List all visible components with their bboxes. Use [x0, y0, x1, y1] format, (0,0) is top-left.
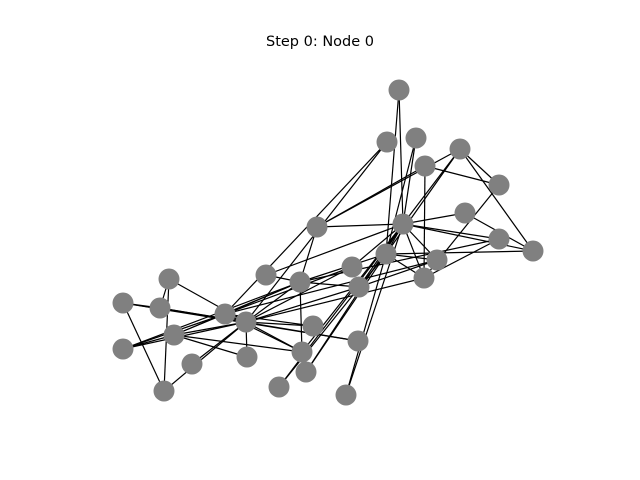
node-13: [291, 341, 313, 363]
edges-layer: [122, 89, 534, 396]
edge-28-33: [402, 223, 500, 240]
edge-3-13: [173, 334, 303, 353]
edge-2-28: [299, 238, 500, 283]
node-4: [158, 268, 180, 290]
node-11: [181, 353, 203, 375]
node-12: [236, 346, 258, 368]
node-10: [153, 380, 175, 402]
edge-23-33: [402, 148, 461, 225]
node-0: [235, 311, 257, 333]
edge-18-32: [345, 253, 387, 396]
node-5: [112, 292, 134, 314]
node-18: [335, 384, 357, 406]
node-19: [341, 256, 363, 278]
edge-1-19: [224, 266, 353, 315]
edge-24-31: [423, 165, 426, 279]
node-3: [163, 324, 185, 346]
plot-title: Step 0: Node 0: [265, 34, 375, 50]
edge-28-31: [423, 238, 500, 279]
edge-27-33: [316, 223, 404, 228]
node-26: [454, 202, 476, 224]
node-28: [488, 228, 510, 250]
edge-2-7: [122, 281, 301, 350]
edge-23-29: [459, 148, 534, 252]
node-1: [214, 303, 236, 325]
edge-2-13: [299, 281, 303, 353]
edge-0-19: [245, 266, 353, 323]
node-9: [255, 264, 277, 286]
edge-0-11: [191, 321, 247, 365]
edge-1-21: [224, 141, 388, 315]
edge-24-25: [424, 165, 500, 186]
edge-20-32: [385, 89, 400, 255]
nodes-layer: [112, 79, 544, 406]
edge-5-10: [122, 302, 165, 392]
node-31: [413, 267, 435, 289]
edge-0-31: [245, 277, 425, 323]
node-15: [295, 361, 317, 383]
edge-22-32: [385, 137, 417, 255]
node-16: [347, 330, 369, 352]
node-2: [289, 271, 311, 293]
edge-0-8: [245, 286, 360, 323]
node-23: [449, 138, 471, 160]
node-6: [149, 297, 171, 319]
node-8: [348, 276, 370, 298]
edge-0-7: [122, 321, 247, 350]
node-25: [488, 174, 510, 196]
node-27: [306, 216, 328, 238]
node-17: [302, 315, 324, 337]
edge-1-30: [224, 259, 438, 315]
node-29: [522, 240, 544, 262]
node-20: [388, 79, 410, 101]
node-21: [376, 131, 398, 153]
node-30: [426, 249, 448, 271]
node-22: [405, 127, 427, 149]
node-7: [112, 338, 134, 360]
edge-2-3: [173, 281, 301, 336]
edge-19-33: [351, 223, 404, 268]
node-33: [392, 213, 414, 235]
edge-20-33: [398, 89, 404, 225]
edge-22-33: [402, 137, 417, 225]
edge-29-33: [402, 223, 534, 252]
edge-6-16: [159, 307, 359, 342]
edge-29-32: [385, 250, 534, 255]
edge-9-33: [265, 223, 404, 276]
edge-3-12: [173, 334, 248, 358]
edge-0-10: [163, 321, 247, 392]
node-32: [375, 243, 397, 265]
edge-24-27: [316, 165, 426, 228]
edge-23-32: [385, 148, 461, 255]
node-24: [414, 155, 436, 177]
node-14: [268, 376, 290, 398]
